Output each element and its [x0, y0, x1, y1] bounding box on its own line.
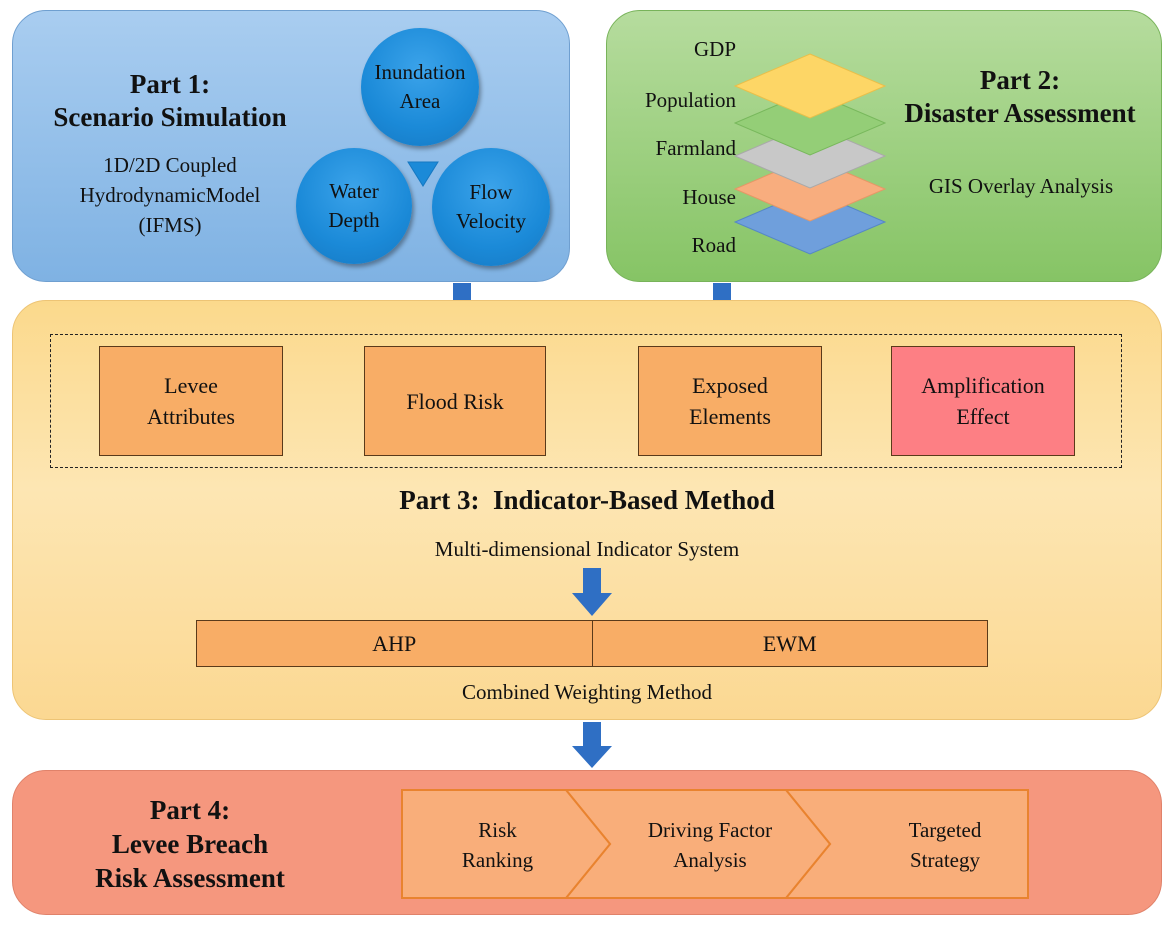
factor-amplification-line1: Amplification: [921, 373, 1045, 398]
layer-farmland-shape: [733, 123, 887, 189]
step-driving-factor: Driving Factor Analysis: [610, 815, 810, 875]
factor-amplification-effect: Amplification Effect: [891, 346, 1075, 456]
step-targeted-line1: Targeted: [908, 818, 982, 842]
part1-model-text: 1D/2D Coupled HydrodynamicModel (IFMS): [30, 150, 310, 240]
factor-levee-attributes: Levee Attributes: [99, 346, 283, 456]
factor-exposed-elements: Exposed Elements: [638, 346, 822, 456]
layer-label-gdp: GDP: [693, 37, 736, 61]
factor-levee-line2: Attributes: [147, 404, 235, 429]
circle-inundation-line1: Inundation: [374, 60, 466, 84]
layer-house-shape: [733, 156, 887, 222]
circle-water-line2: Depth: [328, 208, 380, 232]
step-driving-line1: Driving Factor: [647, 818, 773, 842]
step-risk-line2: Ranking: [461, 848, 534, 872]
step-targeted-line2: Strategy: [910, 848, 980, 872]
step-targeted-strategy: Targeted Strategy: [840, 815, 1050, 875]
layer-label-road: Road: [691, 233, 736, 257]
weight-ewm: EWM: [591, 621, 988, 666]
factor-exposed-line2: Elements: [689, 404, 771, 429]
panel-disaster-assessment: [606, 10, 1162, 282]
circle-flow-velocity: Flow Velocity: [432, 148, 550, 266]
circle-water-depth: Water Depth: [296, 148, 412, 264]
factor-levee-line1: Levee: [164, 373, 218, 398]
part4-title-line2: Levee Breach: [111, 829, 269, 859]
arrow-down-part3: [572, 722, 612, 768]
step-driving-line2: Analysis: [673, 848, 747, 872]
part3-title: Part 3: Indicator-Based Method: [399, 485, 775, 515]
part2-method: GIS Overlay Analysis: [928, 174, 1114, 198]
part1-title: Part 1: Scenario Simulation: [30, 68, 310, 134]
layer-road-shape: [733, 189, 887, 255]
part3-weighting-label: Combined Weighting Method: [462, 680, 712, 704]
factor-flood-line1: Flood Risk: [406, 388, 504, 414]
part1-model-line1: 1D/2D Coupled: [103, 153, 237, 177]
part1-model-line2: HydrodynamicModel: [79, 183, 261, 207]
step-risk-line1: Risk: [478, 818, 517, 842]
layer-gdp-shape: [733, 53, 887, 119]
indicator-factors-group: [50, 334, 1122, 468]
part2-title: Part 2: Disaster Assessment: [880, 64, 1160, 130]
layer-label-population: Population: [644, 88, 736, 112]
part2-title-line2: Disaster Assessment: [904, 98, 1136, 128]
process-chevrons: [401, 789, 1029, 899]
circle-inundation-area: Inundation Area: [361, 28, 479, 146]
arrow-down-indicator: [572, 568, 612, 616]
step-risk-ranking: Risk Ranking: [415, 815, 580, 875]
part4-title: Part 4: Levee Breach Risk Assessment: [60, 793, 320, 895]
chevron-risk-ranking: [401, 789, 612, 899]
part3-indicator-system: Multi-dimensional Indicator System: [434, 537, 740, 561]
circle-flow-line1: Flow: [469, 180, 513, 204]
layer-label-farmland: Farmland: [655, 136, 736, 160]
circle-water-line1: Water: [329, 179, 379, 203]
part1-title-line1: Part 1:: [129, 69, 211, 99]
circle-flow-line2: Velocity: [456, 209, 526, 233]
part4-title-line3: Risk Assessment: [95, 863, 285, 893]
layer-label-house: House: [682, 185, 736, 209]
part2-title-line1: Part 2:: [979, 65, 1061, 95]
gis-layer-stack: [733, 53, 887, 255]
factor-amplification-line2: Effect: [956, 404, 1010, 429]
layer-population-shape: [733, 90, 887, 156]
part1-title-line2: Scenario Simulation: [53, 102, 287, 132]
factor-exposed-line1: Exposed: [692, 373, 768, 398]
circle-center-triangle: [407, 161, 439, 187]
weight-ahp: AHP: [372, 630, 417, 656]
part4-title-line1: Part 4:: [149, 795, 231, 825]
factor-flood-risk: Flood Risk: [364, 346, 546, 456]
weighting-bar: AHP EWM: [196, 620, 988, 667]
part1-model-line3: (IFMS): [138, 213, 202, 237]
circle-inundation-line2: Area: [399, 89, 441, 113]
